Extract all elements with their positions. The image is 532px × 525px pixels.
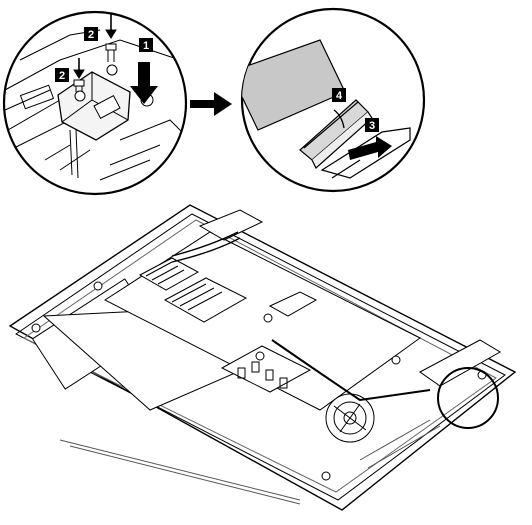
lift-arrow (130, 62, 158, 104)
svg-text:2: 2 (88, 29, 94, 41)
callout-1: 1 (139, 38, 153, 52)
callout-4: 4 (332, 88, 346, 102)
screw-a (105, 14, 117, 62)
ssd-card (163, 277, 248, 323)
detail-bracket: 1 2 2 (2, 10, 188, 196)
callout-2a: 2 (84, 27, 98, 41)
heat-pipe (271, 339, 431, 402)
wlan-card (138, 257, 200, 291)
detail-cable: 3 4 (240, 7, 426, 193)
callout-2b: 2 (55, 68, 69, 82)
laptop-base (8, 204, 517, 511)
chassis-outline (8, 204, 517, 511)
svg-text:2: 2 (59, 70, 65, 82)
pull-arrow (348, 136, 392, 160)
callout-3: 3 (365, 118, 379, 132)
svg-text:4: 4 (336, 90, 343, 102)
memory-module (220, 345, 312, 393)
svg-text:1: 1 (143, 40, 149, 52)
next-arrow (190, 92, 232, 116)
screw-b (73, 58, 85, 92)
location-highlight (437, 367, 499, 429)
svg-text:3: 3 (369, 120, 375, 132)
